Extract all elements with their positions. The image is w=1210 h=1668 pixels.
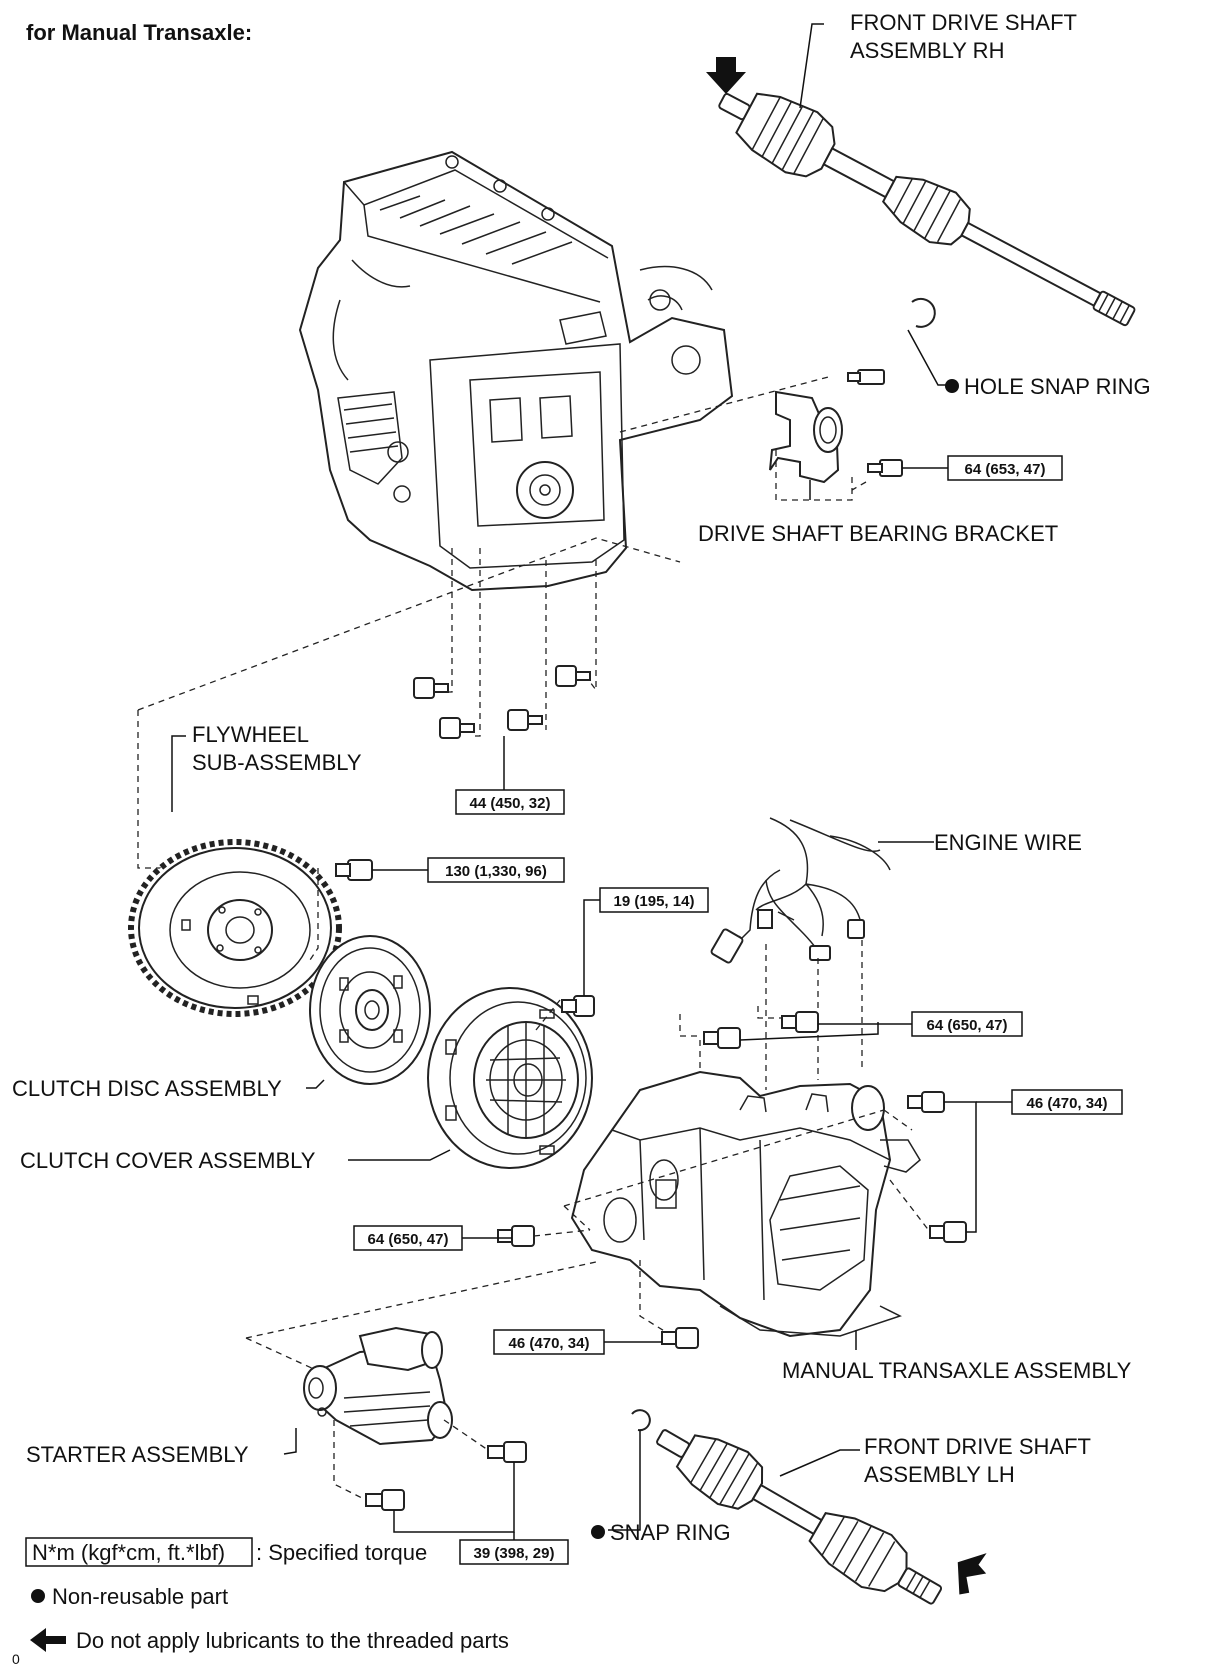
torque-starter: 39 (398, 29) [474,1545,555,1562]
label-hole-snap-ring: HOLE SNAP RING [964,374,1151,399]
clutch-cover-bolt [561,995,595,1017]
transaxle-bolt-upper-1 [703,1027,741,1049]
legend-no-lubricant: Do not apply lubricants to the threaded … [76,1628,509,1653]
label-engine-wire: ENGINE WIRE [934,830,1082,855]
torque-box-bracket [947,455,1063,481]
label-front-drive-shaft-rh-2: ASSEMBLY RH [850,38,1004,63]
clutch-cover-part [427,987,593,1169]
legend-non-reusable: Non-reusable part [52,1584,228,1609]
label-drive-shaft-bearing-bracket: DRIVE SHAFT BEARING BRACKET [698,521,1058,546]
torque-box-lower-transaxle [493,1329,605,1355]
engine-wire-part [710,817,891,964]
torque-box-engine-bolts [455,789,565,815]
legend-bullet-icon [31,1589,45,1603]
torque-right-transaxle: 46 (470, 34) [1027,1095,1108,1112]
torque-bracket: 64 (653, 47) [965,461,1046,478]
legend-torque-key: N*m (kgf*cm, ft.*lbf) [32,1540,225,1565]
snap-ring-part [631,1409,651,1432]
clutch-disc-part [309,935,431,1085]
label-starter: STARTER ASSEMBLY [26,1442,249,1467]
legend-arrow-icon [30,1628,66,1652]
front-drive-shaft-rh [718,92,1136,327]
label-snap-ring: SNAP RING [610,1520,731,1545]
torque-engine-bolts: 44 (450, 32) [470,795,551,812]
label-clutch-disc: CLUTCH DISC ASSEMBLY [12,1076,282,1101]
starter-bolt-upper [487,1441,527,1463]
label-flywheel-2: SUB-ASSEMBLY [192,750,362,775]
transaxle-bolt-right-lower [929,1221,967,1243]
torque-box-starter [459,1539,569,1565]
front-drive-shaft-lh [656,1429,943,1605]
flywheel-bolt [335,859,373,881]
label-manual-transaxle: MANUAL TRANSAXLE ASSEMBLY [782,1358,1132,1383]
flywheel-part [128,839,342,1017]
engine-assembly [298,150,734,592]
no-lubricant-arrow-rh-icon [706,57,746,94]
torque-box-upper-transaxle [911,1011,1023,1037]
legend-torque-desc: : Specified torque [256,1540,427,1565]
transaxle-bolt-lower [661,1327,699,1349]
diagram-title: for Manual Transaxle: [26,20,252,45]
torque-flywheel: 130 (1,330, 96) [445,863,547,880]
no-lubricant-arrow-lh-icon [957,1553,987,1595]
drive-shaft-bearing-bracket-part [769,390,843,484]
bracket-bolt-upper [847,369,885,385]
non-reusable-bullet-icon [945,379,959,393]
non-reusable-bullet-icon [591,1525,605,1539]
transaxle-bolt-right-upper [907,1091,945,1113]
starter-part [303,1326,453,1446]
label-clutch-cover: CLUTCH COVER ASSEMBLY [20,1148,316,1173]
torque-clutch-cover: 19 (195, 14) [614,893,695,910]
torque-left-transaxle: 64 (650, 47) [368,1231,449,1248]
torque-box-flywheel [427,857,565,883]
transaxle-bolt-left [497,1225,535,1247]
label-front-drive-shaft-rh-1: FRONT DRIVE SHAFT [850,10,1077,35]
torque-lower-transaxle: 46 (470, 34) [509,1335,590,1352]
label-flywheel-1: FLYWHEEL [192,722,309,747]
footer-code: 0 [12,1651,20,1667]
label-front-drive-shaft-lh-2: ASSEMBLY LH [864,1462,1015,1487]
torque-box-right-transaxle [1011,1089,1123,1115]
torque-upper-transaxle: 64 (650, 47) [927,1017,1008,1034]
torque-box-left-transaxle [353,1225,463,1251]
torque-box-clutch-cover [599,887,709,913]
legend-torque-box [25,1537,253,1567]
starter-bolt-lower [365,1489,405,1511]
engine-bolts-group [413,665,591,739]
bracket-bolt-lower [867,459,903,477]
label-front-drive-shaft-lh-1: FRONT DRIVE SHAFT [864,1434,1091,1459]
manual-transaxle-part [570,1070,921,1338]
hole-snap-ring-part [911,297,936,328]
transaxle-bolt-upper-2 [781,1011,819,1033]
